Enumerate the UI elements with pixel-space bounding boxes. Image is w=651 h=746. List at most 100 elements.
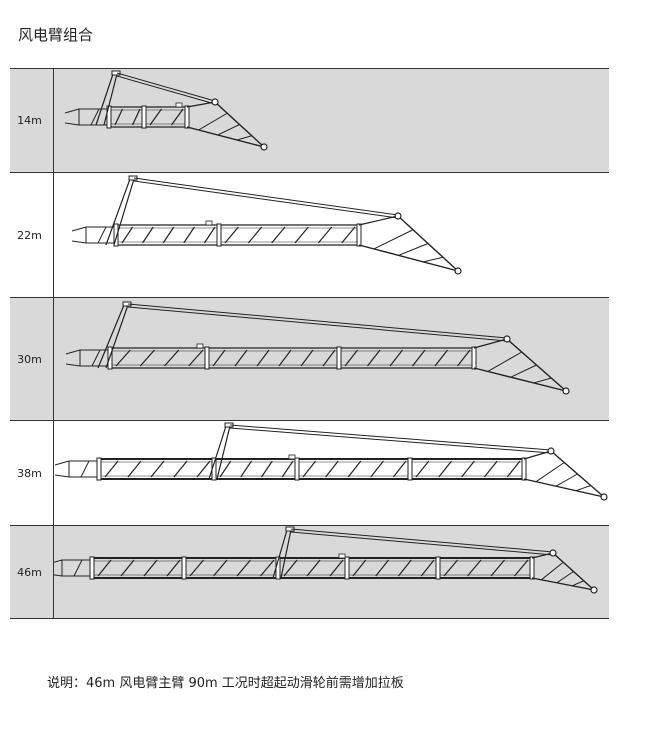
boom-lacing — [438, 460, 453, 478]
boom-lacing — [412, 349, 426, 367]
jib-strut — [358, 215, 399, 226]
boom-lacing — [80, 460, 90, 478]
peak-sheave — [549, 549, 557, 557]
boom-diagram-22m — [54, 173, 609, 297]
jib-lacing — [572, 580, 584, 587]
boom-foot-line — [54, 474, 70, 478]
boom-section-joint — [529, 556, 535, 580]
jib-lacing — [487, 351, 522, 372]
jib-lower-chord — [531, 577, 595, 591]
boom-lacing — [171, 108, 184, 126]
jib-lacing — [217, 124, 240, 136]
boom-lacing — [115, 349, 131, 367]
peak-sheave — [547, 447, 555, 455]
boom-lacing — [183, 226, 195, 244]
jib-lower-chord — [186, 126, 265, 148]
boom-lacing — [203, 226, 216, 244]
boom-lacing — [164, 349, 180, 367]
boom-lacing — [224, 226, 239, 244]
boom-section-joint — [336, 346, 342, 370]
boom-pin-marker — [205, 220, 213, 226]
pendant-line — [229, 427, 552, 454]
pendant-line — [229, 424, 552, 451]
boom-lacing — [306, 559, 321, 577]
boom-lacing — [367, 349, 381, 367]
boom-lacing — [97, 559, 112, 577]
boom-section-joint — [204, 346, 210, 370]
boom-foot-line — [54, 574, 63, 577]
mast-strut — [105, 178, 131, 246]
boom-row-22m: 22m — [10, 172, 609, 297]
pendant-line — [290, 528, 554, 553]
boom-lacing — [490, 559, 505, 577]
boom-lacing — [127, 460, 142, 478]
boom-lacing — [149, 108, 162, 126]
boom-lacing — [317, 226, 333, 244]
boom-foot-line — [64, 108, 80, 114]
boom-foot-line — [54, 559, 63, 563]
mast-strut — [97, 304, 125, 369]
boom-combination-table: 14m 22m 30m 38m 46m — [10, 68, 609, 619]
boom-foot-section — [61, 559, 93, 577]
boom-section-joint — [184, 105, 190, 129]
boom-length-label: 46m — [10, 526, 54, 618]
boom-section-joint — [216, 223, 222, 247]
boom-lacing — [219, 460, 232, 478]
boom-foot-line — [54, 460, 70, 466]
mast-strut — [272, 529, 288, 579]
boom-diagram-14m — [54, 69, 609, 172]
jib-lacing — [556, 571, 574, 584]
jib-lacing — [555, 473, 578, 487]
boom-lacing — [256, 349, 270, 367]
pendant-line — [127, 306, 508, 342]
tip-sheave — [260, 143, 268, 151]
tip-sheave — [600, 493, 608, 501]
boom-lacing — [213, 559, 228, 577]
boom-lacing — [443, 559, 458, 577]
boom-pin-marker — [196, 343, 204, 349]
jib-lacing — [398, 243, 429, 256]
boom-section-joint — [181, 556, 187, 580]
page-title: 风电臂组合 — [18, 26, 94, 44]
boom-length-label: 38m — [10, 421, 54, 525]
mast-strut — [105, 304, 129, 369]
boom-section-joint — [407, 457, 413, 481]
boom-lacing — [212, 349, 226, 367]
boom-lacing — [329, 559, 344, 577]
tip-sheave — [590, 586, 598, 594]
jib-strut — [523, 450, 552, 460]
boom-lacing — [506, 460, 521, 478]
boom-lacing — [234, 349, 248, 367]
note-text: 说明：46m 风电臂主臂 90m 工况时超起动滑轮前需增加拉板 — [47, 676, 404, 691]
boom-lacing — [283, 559, 298, 577]
boom-lacing — [302, 460, 317, 478]
boom-lacing — [300, 349, 314, 367]
boom-lacing — [104, 460, 119, 478]
boom-lacing — [150, 460, 165, 478]
pendant-line — [116, 72, 216, 102]
boom-lacing — [281, 460, 294, 478]
jib-lower-chord — [358, 244, 459, 272]
boom-section-joint — [521, 457, 527, 481]
jib-lacing — [533, 377, 552, 384]
boom-lacing — [415, 460, 430, 478]
boom-lacing — [392, 460, 407, 478]
boom-lacing — [120, 559, 135, 577]
boom-diagram-38m — [54, 421, 609, 525]
pendant-line — [116, 75, 216, 105]
boom-lacing — [139, 349, 155, 367]
boom-lacing — [483, 460, 498, 478]
boom-lacing — [347, 460, 362, 478]
mast-strut — [280, 529, 292, 579]
boom-lacing — [114, 108, 124, 126]
boom-diagram-46m — [54, 526, 609, 618]
boom-lacing — [188, 349, 204, 367]
jib-lacing — [540, 561, 564, 581]
jib-lacing — [575, 485, 591, 492]
boom-lacing — [236, 559, 251, 577]
boom-section-joint — [96, 457, 102, 481]
boom-pin-marker — [338, 553, 346, 559]
boom-diagram-30m — [54, 298, 609, 420]
boom-section-joint — [141, 105, 147, 129]
boom-lacing — [344, 349, 358, 367]
